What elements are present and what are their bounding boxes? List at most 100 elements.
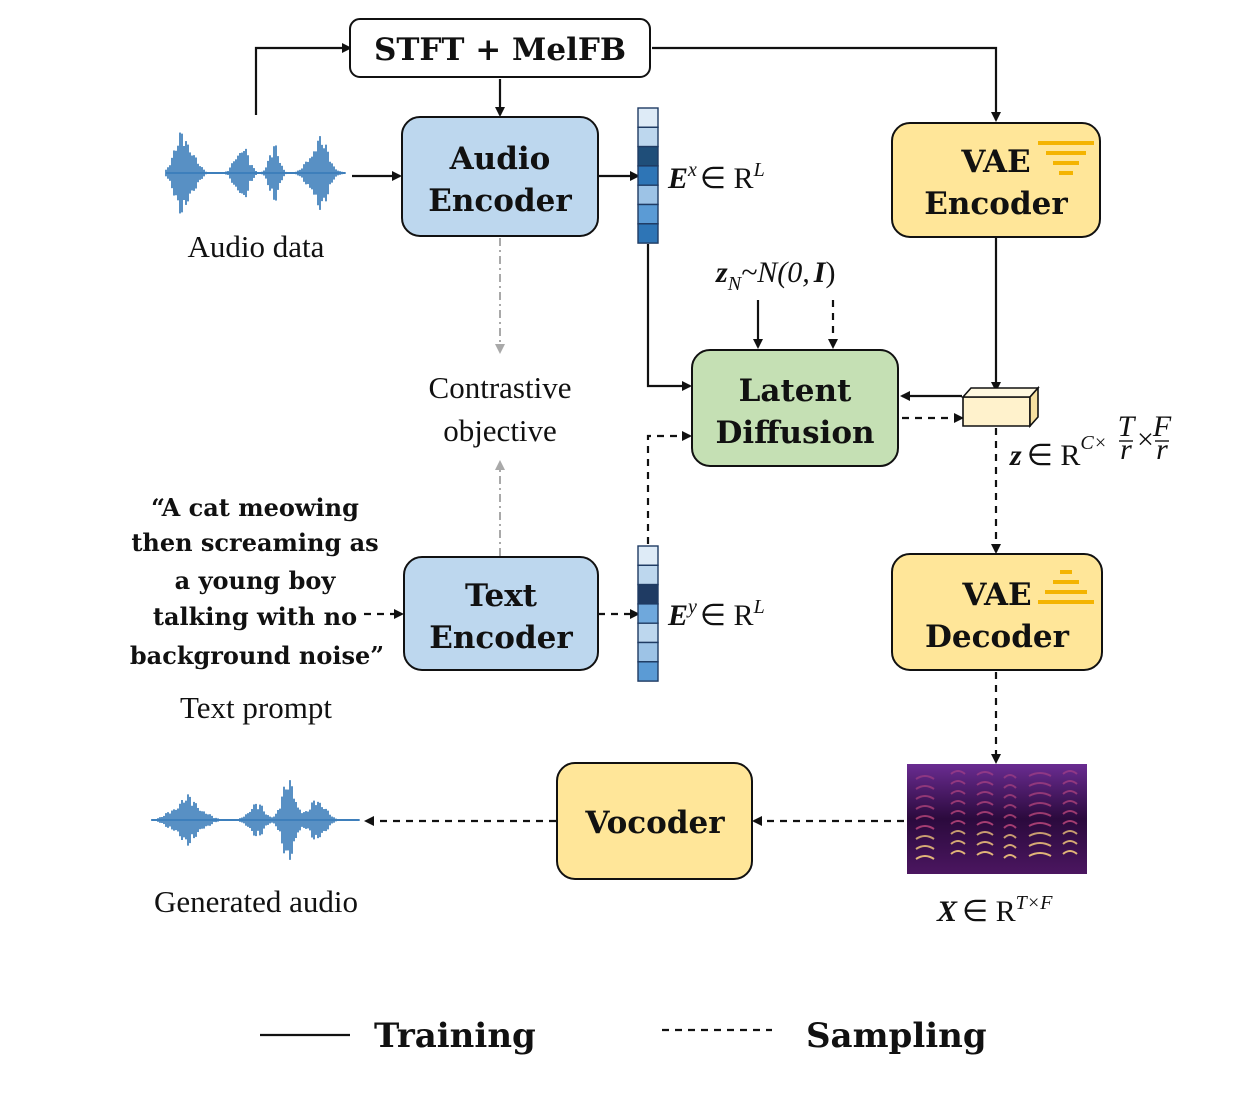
audio-data-label: Audio data: [188, 229, 325, 264]
spectrogram-harmonic: [1003, 774, 1017, 779]
spectrogram-harmonic: [950, 840, 966, 845]
spectrogram-harmonic: [1003, 784, 1017, 789]
legend-sampling: Sampling: [806, 1016, 987, 1056]
svg-text:T: T: [1118, 410, 1137, 443]
edge-stft-to-vae-encoder: [652, 46, 1001, 122]
embedding-cell: [637, 564, 659, 586]
edge-ey-to-diffusion: [646, 431, 692, 544]
vae-decoder-node: VAE Decoder: [891, 553, 1103, 671]
spectrogram-harmonic: [976, 821, 994, 826]
spectrogram-harmonic: [976, 831, 994, 836]
vae-encoder-label-1: VAE: [960, 144, 1030, 180]
spectrogram-harmonic: [1028, 802, 1052, 807]
spectrogram-harmonic: [950, 800, 966, 805]
noise-label: zN~N(0,I): [715, 256, 835, 295]
spectrogram-harmonic: [1003, 814, 1017, 819]
spectrogram-harmonic: [1003, 794, 1017, 799]
stft-label: STFT + MelFB: [374, 32, 626, 68]
spectrogram-image: [907, 764, 1087, 874]
prompt-line-3: a young boy: [175, 566, 337, 595]
connections: [254, 43, 1001, 826]
audio-encoder-label-2: Encoder: [428, 183, 572, 219]
spectrogram-harmonic: [1062, 770, 1078, 775]
vae-decoder-label-2: Decoder: [925, 619, 1070, 655]
spectrogram-harmonic: [1028, 822, 1052, 827]
generated-waveform-icon: [151, 780, 360, 860]
funnel-up-icon: [1038, 570, 1094, 604]
spectrogram-harmonic: [1062, 840, 1078, 845]
spectrogram-harmonic: [976, 841, 994, 846]
spectrogram-harmonic: [950, 810, 966, 815]
spectrogram-harmonic: [1028, 772, 1052, 777]
embedding-cell: [637, 641, 659, 663]
latent-z-label: z∈ RC×: [1009, 432, 1107, 472]
vocoder-label: Vocoder: [584, 805, 725, 841]
stft-node: STFT + MelFB: [349, 18, 651, 78]
text-encoder-label-1: Text: [465, 578, 538, 614]
audio-encoder-label-1: Audio: [449, 141, 551, 177]
spectrogram-harmonic: [1028, 842, 1052, 847]
embedding-cell: [637, 223, 659, 244]
embedding-cell: [637, 203, 659, 225]
spectrogram-harmonic: [1028, 782, 1052, 787]
generated-audio-label: Generated audio: [154, 884, 358, 919]
spectrogram-harmonic: [1028, 852, 1052, 857]
spectrogram-harmonic: [976, 771, 994, 776]
spectrogram-harmonic: [1028, 812, 1052, 817]
spectrogram-harmonic: [976, 801, 994, 806]
vae-encoder-label-2: Encoder: [924, 186, 1068, 222]
spectrogram-harmonic: [1062, 830, 1078, 835]
spectrogram-harmonic: [1003, 854, 1017, 859]
spectrogram-harmonic: [915, 845, 935, 850]
spectrogram-harmonic: [1062, 810, 1078, 815]
embedding-cell: [637, 107, 659, 128]
edge-ex-to-diffusion: [646, 244, 692, 391]
spectrogram-harmonic: [1028, 832, 1052, 837]
audio-embedding-label: Ex∈ RL: [667, 159, 765, 195]
embedding-cell: [637, 184, 659, 206]
spectrogram-harmonic: [915, 785, 935, 790]
spectrogram-harmonic: [915, 815, 935, 820]
embedding-cell: [637, 622, 659, 644]
svg-text:r: r: [1120, 433, 1132, 466]
embedding-cell: [637, 126, 659, 148]
spectrogram-label: X∈ RT×F: [936, 892, 1053, 928]
embedding-cell: [637, 661, 659, 682]
vae-encoder-node: VAE Encoder: [891, 122, 1101, 238]
embedding-cell: [637, 583, 659, 605]
spectrogram-harmonic: [1003, 844, 1017, 849]
prompt-line-5: background noise”: [130, 641, 384, 670]
spectrogram-harmonic: [915, 805, 935, 810]
embedding-cell: [637, 145, 659, 167]
spectrogram-harmonic: [976, 851, 994, 856]
spectrogram-harmonic: [950, 770, 966, 775]
spectrogram-harmonic: [976, 811, 994, 816]
spectrogram-harmonic: [915, 835, 935, 840]
spectrogram-harmonic: [1003, 834, 1017, 839]
spectrogram-harmonic: [976, 781, 994, 786]
vae-decoder-label-1: VAE: [961, 577, 1031, 613]
latent-z-fraction: T r × F r: [1118, 410, 1172, 466]
svg-text:×: ×: [1137, 423, 1154, 456]
audio-embedding-vector: [637, 107, 659, 244]
spectrogram-harmonic: [1003, 804, 1017, 809]
spectrogram-harmonic: [915, 855, 935, 860]
contrastive-label-1: Contrastive: [429, 370, 572, 405]
spectrogram-harmonic: [1062, 800, 1078, 805]
text-encoder-node: Text Encoder: [403, 556, 599, 671]
prompt-line-2: then screaming as: [131, 528, 378, 557]
spectrogram-harmonic: [1003, 824, 1017, 829]
svg-text:F: F: [1152, 410, 1172, 443]
embedding-cell: [637, 545, 659, 566]
latent-cube-icon: [961, 385, 1040, 429]
spectrogram-harmonic: [950, 850, 966, 855]
spectrogram-harmonic: [950, 780, 966, 785]
latent-diffusion-node: Latent Diffusion: [691, 349, 899, 467]
embedding-cell: [637, 165, 659, 186]
spectrogram-harmonic: [1062, 780, 1078, 785]
prompt-line-4: talking with no: [153, 602, 357, 631]
audio-waveform-icon: [165, 132, 346, 214]
legend: Training Sampling: [260, 1016, 987, 1056]
prompt-line-1: “A cat meowing: [151, 493, 359, 522]
